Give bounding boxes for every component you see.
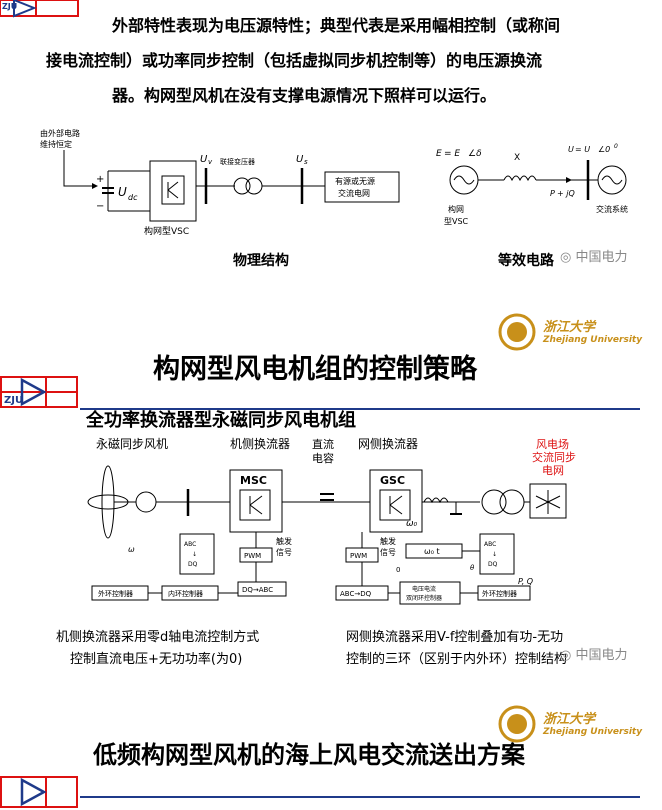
us-label: U <box>296 154 304 165</box>
wind-label-3: 电网 <box>542 464 564 477</box>
header-rule-3 <box>80 796 640 798</box>
header-rule-2 <box>80 408 640 410</box>
university-name-en-2: Zhejiang University <box>543 727 643 737</box>
svg-text:↓: ↓ <box>492 551 497 558</box>
ext-label-1: 由外部电路 <box>40 128 80 138</box>
uv-sub: v <box>208 158 213 166</box>
zero-label: 0 <box>396 566 400 574</box>
theta-label: θ <box>470 564 475 572</box>
trigger-label-2a: 触发 <box>380 536 396 546</box>
dc-label-2: 电容 <box>312 451 334 465</box>
slide-2: ZJU 全功率换流器型永磁同步风电机组 永磁同步风机 机侧换流器 直流 电容 网… <box>0 372 662 682</box>
msc-box-label: MSC <box>240 474 267 487</box>
x-label: X <box>514 153 520 163</box>
omega-t-box: ω₀ t <box>424 547 440 556</box>
university-logo-1: 浙江大学 Zhejiang University <box>497 312 657 352</box>
ext-label-2: 维持恒定 <box>40 139 72 149</box>
es-label: E <box>436 149 442 159</box>
msc-title: 机侧换流器 <box>230 437 290 451</box>
pq-label: P <box>550 189 555 198</box>
university-name-cn-2: 浙江大学 <box>543 712 596 727</box>
vsc-label: 构网型VSC <box>144 225 189 237</box>
us-sub: s <box>304 158 308 166</box>
wind-label-2: 交流同步 <box>532 450 576 464</box>
university-seal-icon-2 <box>498 705 536 743</box>
vc-ctrl-2: 双闭环控制器 <box>406 594 442 602</box>
vsc-eq-2: 型VSC <box>444 217 469 226</box>
paragraph-line-3: 器。构网型风机在没有支撑电源情况下照样可以运行。 <box>112 86 497 105</box>
equivalent-circuit-caption: 等效电路 <box>498 253 554 269</box>
trigger-label-2b: 信号 <box>380 547 396 557</box>
pwm-box-2: PWM <box>350 552 367 560</box>
wind-label-1: 风电场 <box>536 437 569 451</box>
udc-sub: dc <box>128 193 138 202</box>
slide-1: ZJU 外部特性表现为电压源特性；典型代表是采用幅相控制（或称间 接电流控制）或… <box>0 0 662 330</box>
zju-logo-icon-2: ZJU <box>0 376 78 408</box>
svg-text:−: − <box>96 201 104 212</box>
paragraph-line-1: 外部特性表现为电压源特性；典型代表是采用幅相控制（或称间 <box>112 16 561 35</box>
zju-logo-text: ZJU <box>2 2 17 11</box>
watermark-1: ◎ 中国电力 <box>560 250 628 265</box>
zju-logo-text-2: ZJU <box>4 395 23 406</box>
abc-dq-box-2: ABC→DQ <box>340 590 372 598</box>
svg-text:DQ: DQ <box>188 561 198 568</box>
dc-label-1: 直流 <box>312 437 334 451</box>
inner-ctrl-box-1: 内环控制器 <box>168 589 203 598</box>
physical-structure-diagram: 由外部电路 维持恒定 + − U dc 构网型VSC U v 联接变压器 U s… <box>40 128 400 237</box>
caption-left-1: 机侧换流器采用零d轴电流控制方式 <box>56 630 260 645</box>
ac-system-label: 交流系统 <box>596 204 628 214</box>
pq-rest: + jQ <box>557 189 575 198</box>
watermark-icon: ◎ <box>560 250 576 265</box>
physical-structure-caption: 物理结构 <box>233 253 289 269</box>
svg-text:↓: ↓ <box>192 551 197 558</box>
grid-label-2: 交流电网 <box>338 188 370 198</box>
outer-ctrl-box-1: 外环控制器 <box>98 589 133 598</box>
gsc-box-label: GSC <box>380 474 405 487</box>
svg-text:ABC: ABC <box>484 541 496 548</box>
gsc-title: 网侧换流器 <box>358 437 418 451</box>
watermark-icon-2: ◎ <box>560 648 576 663</box>
udc-label: U <box>118 185 127 199</box>
zju-logo-icon: ZJU <box>0 0 79 18</box>
es-eq: = E <box>444 149 460 159</box>
university-logo-2: 浙江大学 Zhejiang University <box>497 704 657 744</box>
svg-text:+: + <box>96 174 104 185</box>
us-eq: = U <box>575 145 590 154</box>
grid-label-1: 有源或无源 <box>335 176 375 186</box>
zju-logo-icon-3 <box>0 776 78 808</box>
uv-label: U <box>200 154 208 165</box>
pmsg-control-diagram: 永磁同步风机 机侧换流器 直流 电容 网侧换流器 风电场 交流同步 电网 MSC… <box>87 436 576 605</box>
omega0-label: ω₀ <box>406 519 418 529</box>
pwm-box-1: PWM <box>244 552 261 560</box>
university-name-cn-1: 浙江大学 <box>543 320 596 335</box>
us-eq-label: U <box>568 145 574 154</box>
abc-dq-box-1: ABC <box>184 541 196 548</box>
caption-left-2: 控制直流电压+无功功率(为0) <box>70 652 243 667</box>
pq-ctrl-label: P, Q <box>518 577 533 586</box>
slide-3-title: 低频构网型风机的海上风电交流送出方案 <box>93 741 525 769</box>
us-sup: 0 <box>614 143 618 150</box>
caption-right-2: 控制的三环（区别于内外环）控制结构 <box>346 652 568 667</box>
outer-ctrl-box-2: 外环控制器 <box>482 589 517 598</box>
transformer-label: 联接变压器 <box>220 157 255 166</box>
paragraph-line-2: 接电流控制）或功率同步控制（包括虚拟同步机控制等）的电压源换流 <box>46 51 543 70</box>
watermark-2: ◎ 中国电力 <box>560 648 628 663</box>
omega-m-label: ω <box>128 545 135 554</box>
trigger-label-1b: 信号 <box>276 547 292 557</box>
pmsg-label: 永磁同步风机 <box>96 436 168 451</box>
vc-ctrl-1: 电压电流 <box>412 585 436 593</box>
vsc-eq-1: 构网 <box>448 204 464 214</box>
university-name-en-1: Zhejiang University <box>543 335 643 345</box>
caption-right-1: 网侧换流器采用V-f控制叠加有功-无功 <box>346 630 564 645</box>
us-angle: ∠0 <box>598 145 610 154</box>
slide-2-heading: 全功率换流器型永磁同步风电机组 <box>86 410 356 431</box>
svg-text:DQ: DQ <box>488 561 498 568</box>
es-angle: ∠δ <box>468 149 482 159</box>
trigger-label-1a: 触发 <box>276 536 292 546</box>
equivalent-circuit-diagram: E = E ∠δ X P + jQ U = U ∠0 0 构网 型VSC 交流系… <box>436 143 628 226</box>
dq-abc-box: DQ→ABC <box>242 586 273 594</box>
university-seal-icon <box>498 313 536 351</box>
slide-2-title: 构网型风电机组的控制策略 <box>153 354 477 385</box>
